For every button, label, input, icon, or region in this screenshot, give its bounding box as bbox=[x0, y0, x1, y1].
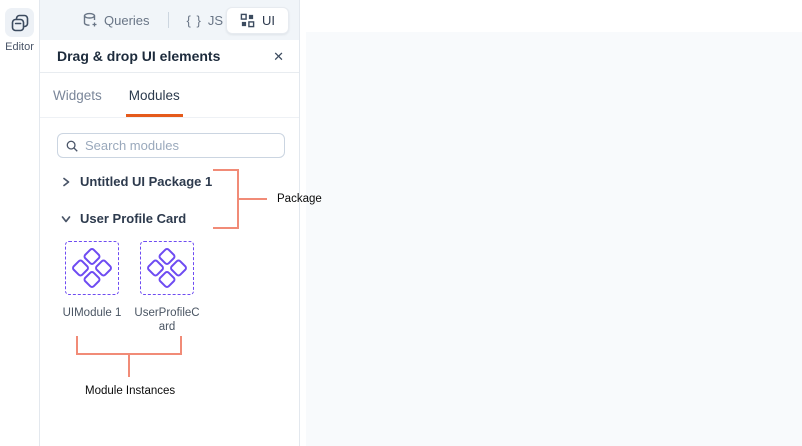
left-rail: Editor bbox=[0, 0, 40, 446]
braces-icon: { } bbox=[186, 12, 202, 28]
queries-segment-label: Queries bbox=[104, 12, 150, 28]
panel-header: Drag & drop UI elements ✕ bbox=[40, 40, 299, 73]
chevron-down-icon bbox=[61, 214, 71, 224]
module-card-userprofilecard[interactable] bbox=[140, 241, 194, 295]
package-row-untitled-ui-package-1[interactable]: Untitled UI Package 1 bbox=[40, 163, 299, 200]
module-card-uimodule1[interactable] bbox=[65, 241, 119, 295]
search-box bbox=[57, 133, 285, 158]
js-segment[interactable]: { } JS bbox=[187, 13, 223, 28]
js-segment-label: JS bbox=[207, 12, 223, 28]
panel-title: Drag & drop UI elements bbox=[57, 48, 221, 64]
module-instance-name: UIModule 1 bbox=[62, 307, 122, 319]
package-annotation-label: Package bbox=[277, 193, 322, 205]
module-instances-annotation-line bbox=[76, 353, 182, 355]
package-annotation-line bbox=[213, 227, 239, 229]
module-instances-row: UIModule 1 UserProfileCard bbox=[63, 241, 299, 334]
ui-segment-label: UI bbox=[262, 12, 275, 28]
package-annotation-line bbox=[237, 169, 239, 229]
module-instance-name: UserProfileCard bbox=[134, 307, 200, 333]
queries-segment[interactable]: Queries bbox=[82, 12, 150, 28]
module-diamonds-icon bbox=[72, 248, 112, 288]
module-instances-annotation-line bbox=[76, 336, 78, 355]
package-annotation-line bbox=[213, 169, 239, 171]
tab-widgets[interactable]: Widgets bbox=[53, 87, 102, 103]
package-name: Untitled UI Package 1 bbox=[80, 174, 213, 189]
package-name: User Profile Card bbox=[80, 211, 187, 226]
editor-nav-button[interactable] bbox=[5, 8, 34, 37]
segment-divider bbox=[167, 12, 169, 28]
database-icon bbox=[82, 12, 98, 28]
module-instance: UserProfileCard bbox=[134, 241, 200, 334]
tab-modules[interactable]: Modules bbox=[125, 73, 183, 117]
pages-icon bbox=[10, 13, 30, 33]
editor-canvas[interactable] bbox=[306, 32, 802, 446]
panel-tabs: Widgets Modules bbox=[40, 73, 299, 118]
ui-segment[interactable]: UI bbox=[226, 6, 289, 34]
module-diamonds-icon bbox=[147, 248, 187, 288]
package-annotation-line bbox=[239, 198, 267, 200]
module-instance: UIModule 1 bbox=[63, 241, 121, 334]
chevron-right-icon bbox=[61, 177, 71, 187]
search-input[interactable] bbox=[85, 138, 277, 153]
package-row-user-profile-card[interactable]: User Profile Card bbox=[40, 200, 299, 237]
package-list: Untitled UI Package 1 User Profile Card bbox=[40, 163, 299, 237]
close-icon[interactable]: ✕ bbox=[273, 48, 284, 64]
module-instances-annotation-label: Module Instances bbox=[85, 385, 176, 397]
ui-elements-panel: Queries { } JS UI Drag & bbox=[40, 0, 300, 446]
module-instances-annotation-line bbox=[128, 355, 130, 377]
editor-segmented-control: Queries { } JS UI bbox=[40, 0, 299, 40]
grid-icon bbox=[240, 13, 255, 28]
search-icon bbox=[65, 139, 79, 153]
module-instances-annotation-line bbox=[180, 336, 182, 355]
editor-nav-label: Editor bbox=[5, 41, 34, 53]
